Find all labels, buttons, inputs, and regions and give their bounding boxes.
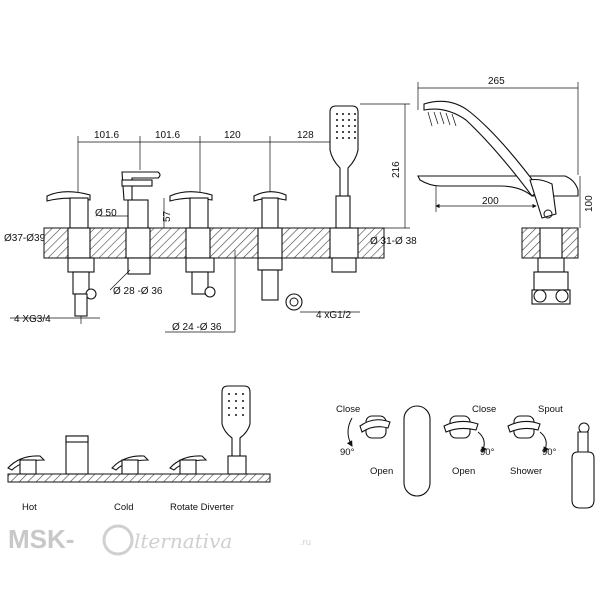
dim-spacing-3: 120 — [224, 130, 241, 141]
dim-spacing-4: 128 — [297, 130, 314, 141]
dim-width-265: 265 — [488, 76, 505, 87]
dim-spout-diameter: Ø 50 — [95, 208, 117, 219]
height-216-dimension: 216 — [360, 103, 410, 229]
label-open-1: Open — [370, 466, 393, 477]
dim-hole-right: Ø 31-Ø 38 — [370, 236, 417, 247]
dim-spacing-2: 101.6 — [155, 130, 180, 141]
hand-shower-side-icon — [571, 422, 595, 509]
handle-diagram-2: Close 90° Open — [443, 404, 496, 477]
dim-thread-right: 4 xG1/2 — [316, 310, 351, 321]
cold-valve-assembly — [169, 191, 216, 298]
handle-diagram-1: Close 90° Open — [336, 404, 393, 477]
label-close-2: Close — [472, 404, 496, 415]
label-cold: Cold — [114, 502, 134, 513]
label-spout: Spout — [538, 404, 563, 415]
spout-assembly — [100, 171, 165, 275]
watermark-script: lternativa — [134, 529, 232, 553]
label-close-1: Close — [336, 404, 360, 415]
dim-hole-spout: Ø 28 -Ø 36 — [113, 286, 163, 297]
watermark-prefix: MSK- — [8, 524, 74, 554]
front-view-annotations: Ø 50 57 Ø37-Ø39 Ø 28 -Ø 36 4 XG3/4 Ø 24 … — [4, 208, 417, 333]
diverter-assembly — [253, 191, 303, 311]
label-shower: Shower — [510, 466, 542, 477]
label-angle-2: 90° — [480, 447, 495, 458]
dim-height-57: 57 — [162, 210, 173, 222]
label-open-2: Open — [452, 466, 475, 477]
bottom-front-view: Hot Cold Rotate Diverter — [7, 385, 271, 513]
watermark: MSK- lternativa .ru — [8, 524, 311, 556]
dim-spacing-1: 101.6 — [94, 130, 119, 141]
dim-height-100: 100 — [584, 195, 595, 212]
label-rotate-diverter: Rotate Diverter — [170, 502, 234, 513]
dim-hole-valve: Ø 24 -Ø 36 — [172, 322, 222, 333]
side-view: 265 200 100 — [417, 76, 595, 305]
label-hot: Hot — [22, 502, 37, 513]
label-angle-1: 90° — [340, 447, 355, 458]
shower-nozzles — [336, 113, 356, 139]
deck-section — [43, 227, 385, 259]
dim-height-216: 216 — [391, 161, 402, 178]
handle-diagram-3: Spout 90° Shower — [507, 404, 563, 477]
dim-hole-left: Ø37-Ø39 — [4, 233, 46, 244]
label-angle-3: 90° — [542, 447, 557, 458]
dim-depth-200: 200 — [482, 196, 499, 207]
hot-valve-assembly — [46, 191, 97, 324]
side-shower-nozzles — [427, 111, 457, 127]
top-dimensions: 101.6 101.6 120 128 — [77, 130, 346, 200]
dim-thread-left: 4 XG3/4 — [14, 314, 51, 325]
handle-operation-diagrams: Close 90° Open Close 90° Open Spout 90° … — [336, 404, 595, 509]
hand-shower-assembly — [329, 105, 359, 273]
front-shower-nozzles — [228, 393, 244, 416]
watermark-suffix: .ru — [300, 537, 311, 548]
